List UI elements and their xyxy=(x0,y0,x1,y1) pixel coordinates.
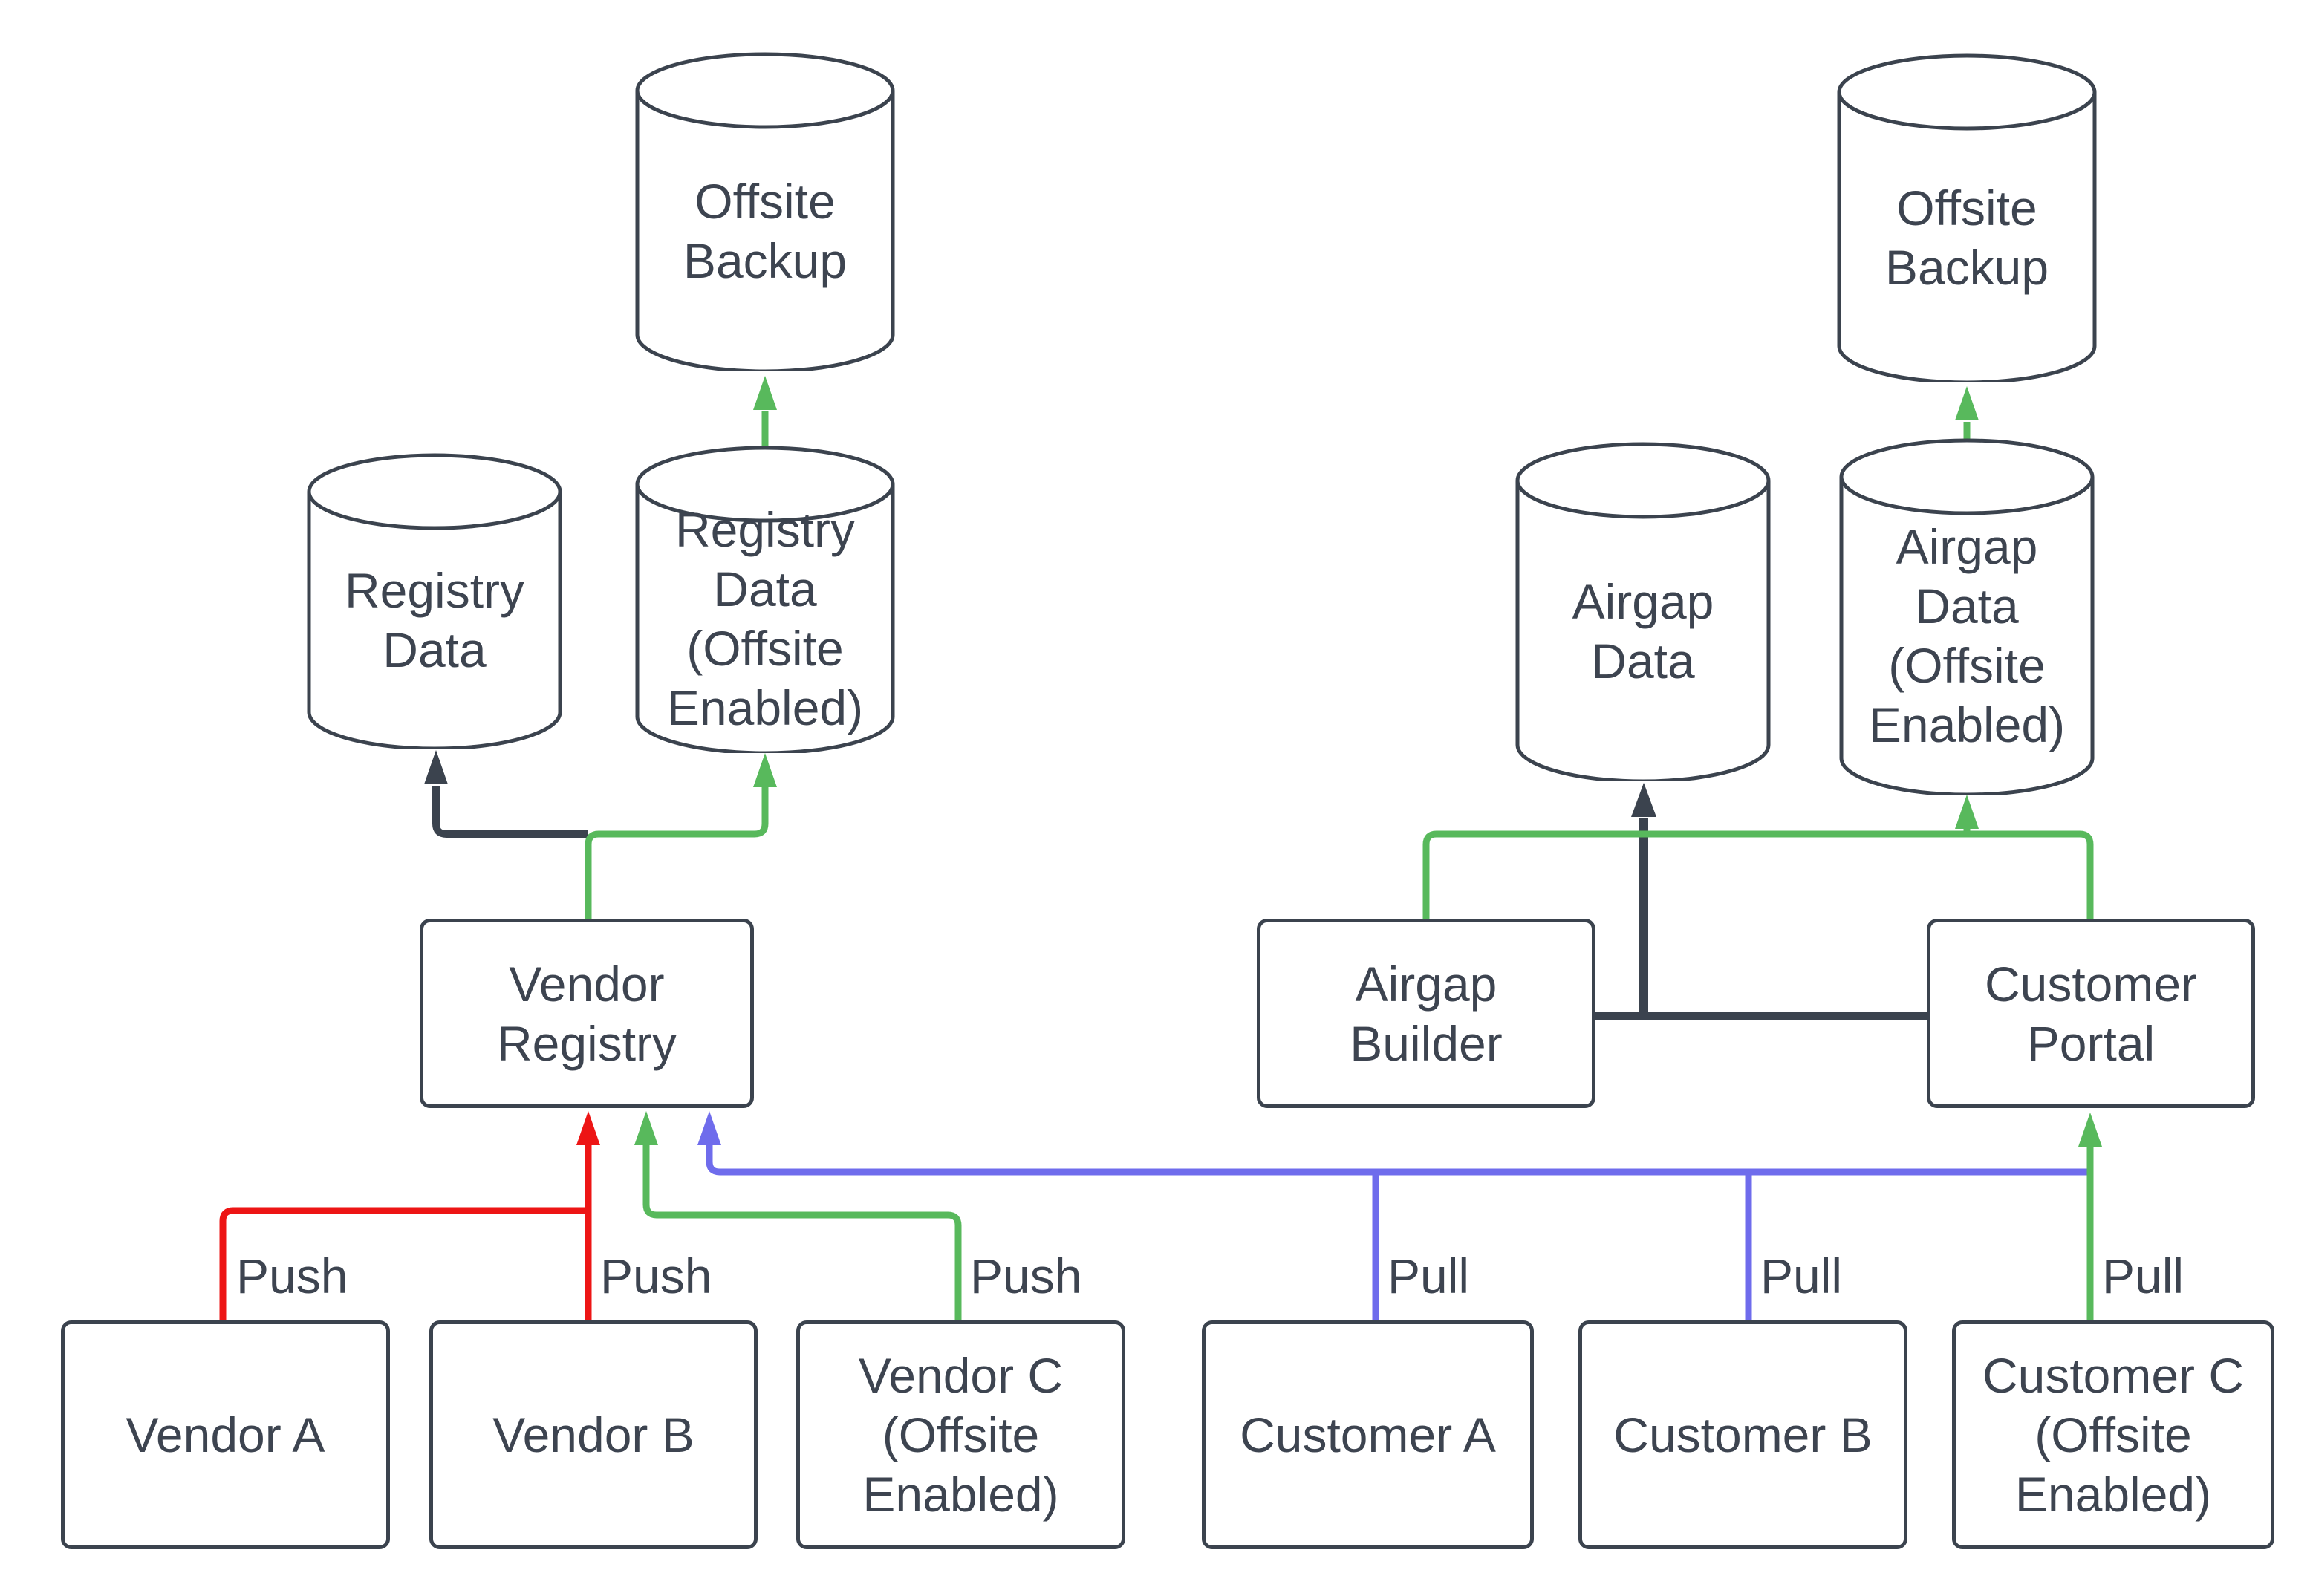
edge-airgap-offsite-trunk xyxy=(1422,830,2094,919)
arrow-up-icon xyxy=(634,1111,658,1145)
node-label: Airgap Data (Offsite Enabled) xyxy=(1868,519,2066,752)
arrow-up-icon xyxy=(697,1111,721,1145)
node-label: Offsite Backup xyxy=(1884,180,2049,295)
node-vendor-c: Vendor C (Offsite Enabled) xyxy=(796,1320,1125,1549)
edge-label-push-vendor-a: Push xyxy=(236,1248,348,1303)
edge-label-pull-customer-c: Pull xyxy=(2102,1248,2184,1303)
node-registry-data: Registry Data xyxy=(307,453,562,749)
node-label: Offsite Backup xyxy=(683,174,848,288)
dark-arrowheads xyxy=(424,750,1656,817)
arrow-up-icon xyxy=(576,1111,600,1145)
edge-vendor-c-push xyxy=(642,1145,962,1320)
edge-label-push-vendor-b: Push xyxy=(600,1248,712,1303)
arrow-up-icon xyxy=(424,750,448,784)
arrow-up-icon xyxy=(753,753,777,787)
arrow-up-icon xyxy=(1631,783,1656,817)
node-airgap-data-offsite: Airgap Data (Offsite Enabled) xyxy=(1839,438,2095,795)
node-label: Airgap Data xyxy=(1572,573,1714,688)
edge-vendor-a-push xyxy=(219,1207,588,1320)
node-label: Registry Data (Offsite Enabled) xyxy=(666,502,864,735)
node-vendor-b: Vendor B xyxy=(429,1320,758,1549)
edge-pull-trunk xyxy=(706,1145,2089,1176)
node-label: Registry Data xyxy=(344,563,525,677)
edge-registry-to-offsite-enabled-data xyxy=(585,787,769,919)
cylinder-shape xyxy=(1515,442,1771,781)
node-customer-b: Customer B xyxy=(1578,1320,1907,1549)
node-airgap-data: Airgap Data xyxy=(1515,442,1771,781)
node-customer-portal: Customer Portal xyxy=(1927,919,2255,1108)
edge-label-pull-customer-b: Pull xyxy=(1760,1248,1843,1303)
node-customer-c: Customer C (Offsite Enabled) xyxy=(1952,1320,2274,1549)
arrow-up-icon xyxy=(1955,386,1979,420)
arrow-up-icon xyxy=(2078,1113,2102,1147)
edge-customer-pull-blue xyxy=(706,1145,2089,1320)
node-customer-a: Customer A xyxy=(1202,1320,1534,1549)
red-arrowheads xyxy=(576,1111,600,1145)
node-airgap-builder: Airgap Builder xyxy=(1257,919,1595,1108)
node-registry-data-offsite: Registry Data (Offsite Enabled) xyxy=(635,446,895,753)
node-vendor-registry: Vendor Registry xyxy=(420,919,754,1108)
edges-dark xyxy=(432,786,1927,1020)
arrow-up-icon xyxy=(1955,795,1979,829)
edge-vendor-push-red xyxy=(219,1145,592,1320)
node-offsite-backup-right: Offsite Backup xyxy=(1837,53,2097,382)
blue-arrowheads xyxy=(697,1111,721,1145)
cylinder-shape xyxy=(1839,438,2095,795)
edge-label-pull-customer-a: Pull xyxy=(1388,1248,1470,1303)
node-vendor-a: Vendor A xyxy=(61,1320,390,1549)
arrow-up-icon xyxy=(753,376,777,410)
edge-registry-to-registry-data xyxy=(432,786,588,838)
cylinder-shape xyxy=(307,453,562,749)
edge-label-push-vendor-c: Push xyxy=(970,1248,1082,1303)
cylinder-shape xyxy=(1837,53,2097,382)
cylinder-shape xyxy=(635,52,895,371)
cylinder-shape xyxy=(635,446,895,753)
node-offsite-backup-left: Offsite Backup xyxy=(635,52,895,371)
edges-green xyxy=(585,411,2094,1320)
green-arrowheads xyxy=(634,376,2102,1147)
